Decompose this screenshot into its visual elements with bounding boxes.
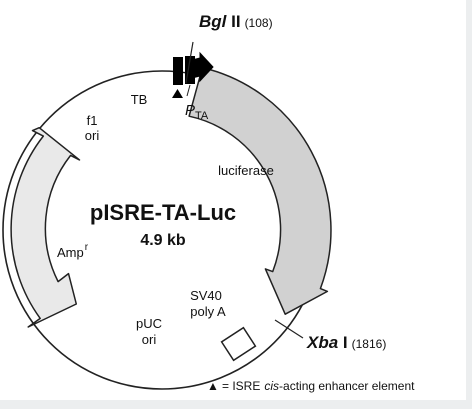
tb-label: TB xyxy=(131,92,148,107)
amp-label: Ampr xyxy=(57,242,89,260)
promoter-subscript: TA xyxy=(195,110,209,122)
bglii-leader-line xyxy=(185,41,194,84)
puc-ori-label: ori xyxy=(142,332,157,347)
enhancer-marker xyxy=(172,89,183,98)
ta-promoter-arrow xyxy=(191,51,214,83)
promoter-p-letter: P xyxy=(185,102,195,119)
xbai-site-label: Xba I (1816) xyxy=(306,333,386,352)
xbai-leader-line xyxy=(274,319,304,339)
bglii-roman-numeral: II xyxy=(226,12,240,31)
plasmid-map: Bgl II (108) Xba I (1816) PTA TB f1 ori lu… xyxy=(2,12,415,393)
bglii-position: (108) xyxy=(245,16,273,30)
legend-text: = ISRE cis-acting enhancer element xyxy=(222,379,415,393)
amp-superscript: r xyxy=(85,242,89,253)
puc-ori-box xyxy=(220,326,257,362)
xbai-position: (1816) xyxy=(352,337,387,351)
isre-enhancer-block-1 xyxy=(173,57,183,85)
amp-resistance-arrow xyxy=(10,126,81,328)
f1-label: f1 xyxy=(87,113,98,128)
amp-text: Amp xyxy=(57,245,84,260)
luciferase-arrow xyxy=(188,66,332,315)
plasmid-map-panel: Bgl II (108) Xba I (1816) PTA TB f1 ori lu… xyxy=(0,0,466,400)
legend-symbol: ▲ xyxy=(207,379,219,393)
plasmid-name: pISRE-TA-Luc xyxy=(90,200,236,225)
sv40-label: SV40 xyxy=(190,288,222,303)
xbai-roman-numeral: I xyxy=(338,333,347,352)
isre-enhancer-block-2 xyxy=(185,56,195,84)
bglii-site-label: Bgl II (108) xyxy=(199,12,273,31)
luciferase-label: luciferase xyxy=(218,163,274,178)
legend-rest: -acting enhancer element xyxy=(279,379,415,393)
promoter-leader-line xyxy=(186,84,191,97)
plasmid-size: 4.9 kb xyxy=(140,232,186,249)
sv40-polya-label: poly A xyxy=(190,304,226,319)
f1-ori-label: ori xyxy=(85,128,100,143)
bglii-enzyme-name: Bgl xyxy=(199,12,228,31)
promoter-label: PTA xyxy=(185,102,209,122)
xbai-enzyme-name: Xba xyxy=(306,333,338,352)
legend-eq: = ISRE xyxy=(222,379,260,393)
legend-cis: cis xyxy=(264,379,279,393)
puc-label: pUC xyxy=(136,316,162,331)
